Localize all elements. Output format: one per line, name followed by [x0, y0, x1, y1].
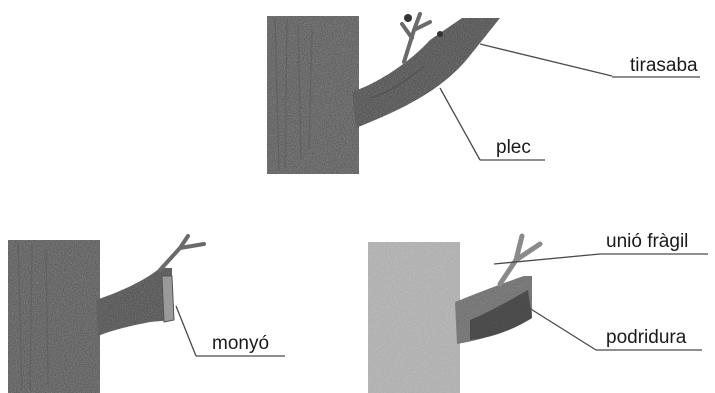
leader-tirasaba — [480, 44, 612, 76]
leader-plec — [440, 88, 480, 160]
bottom-right-illustration — [368, 236, 540, 393]
label-monyo: monyó — [212, 333, 269, 354]
bottom-left-illustration — [8, 236, 204, 393]
leader-podridura — [526, 306, 596, 350]
left-twig — [160, 236, 204, 270]
label-unio-fragil: unió fràgil — [606, 231, 688, 252]
top-branch-illustration — [267, 14, 500, 174]
label-tirasaba: tirasaba — [630, 55, 698, 76]
leader-monyo — [176, 306, 196, 356]
label-plec: plec — [496, 137, 531, 158]
label-podridura: podridura — [606, 327, 687, 348]
leader-unio-fragil — [494, 254, 600, 264]
left-stub-cut — [162, 276, 174, 322]
